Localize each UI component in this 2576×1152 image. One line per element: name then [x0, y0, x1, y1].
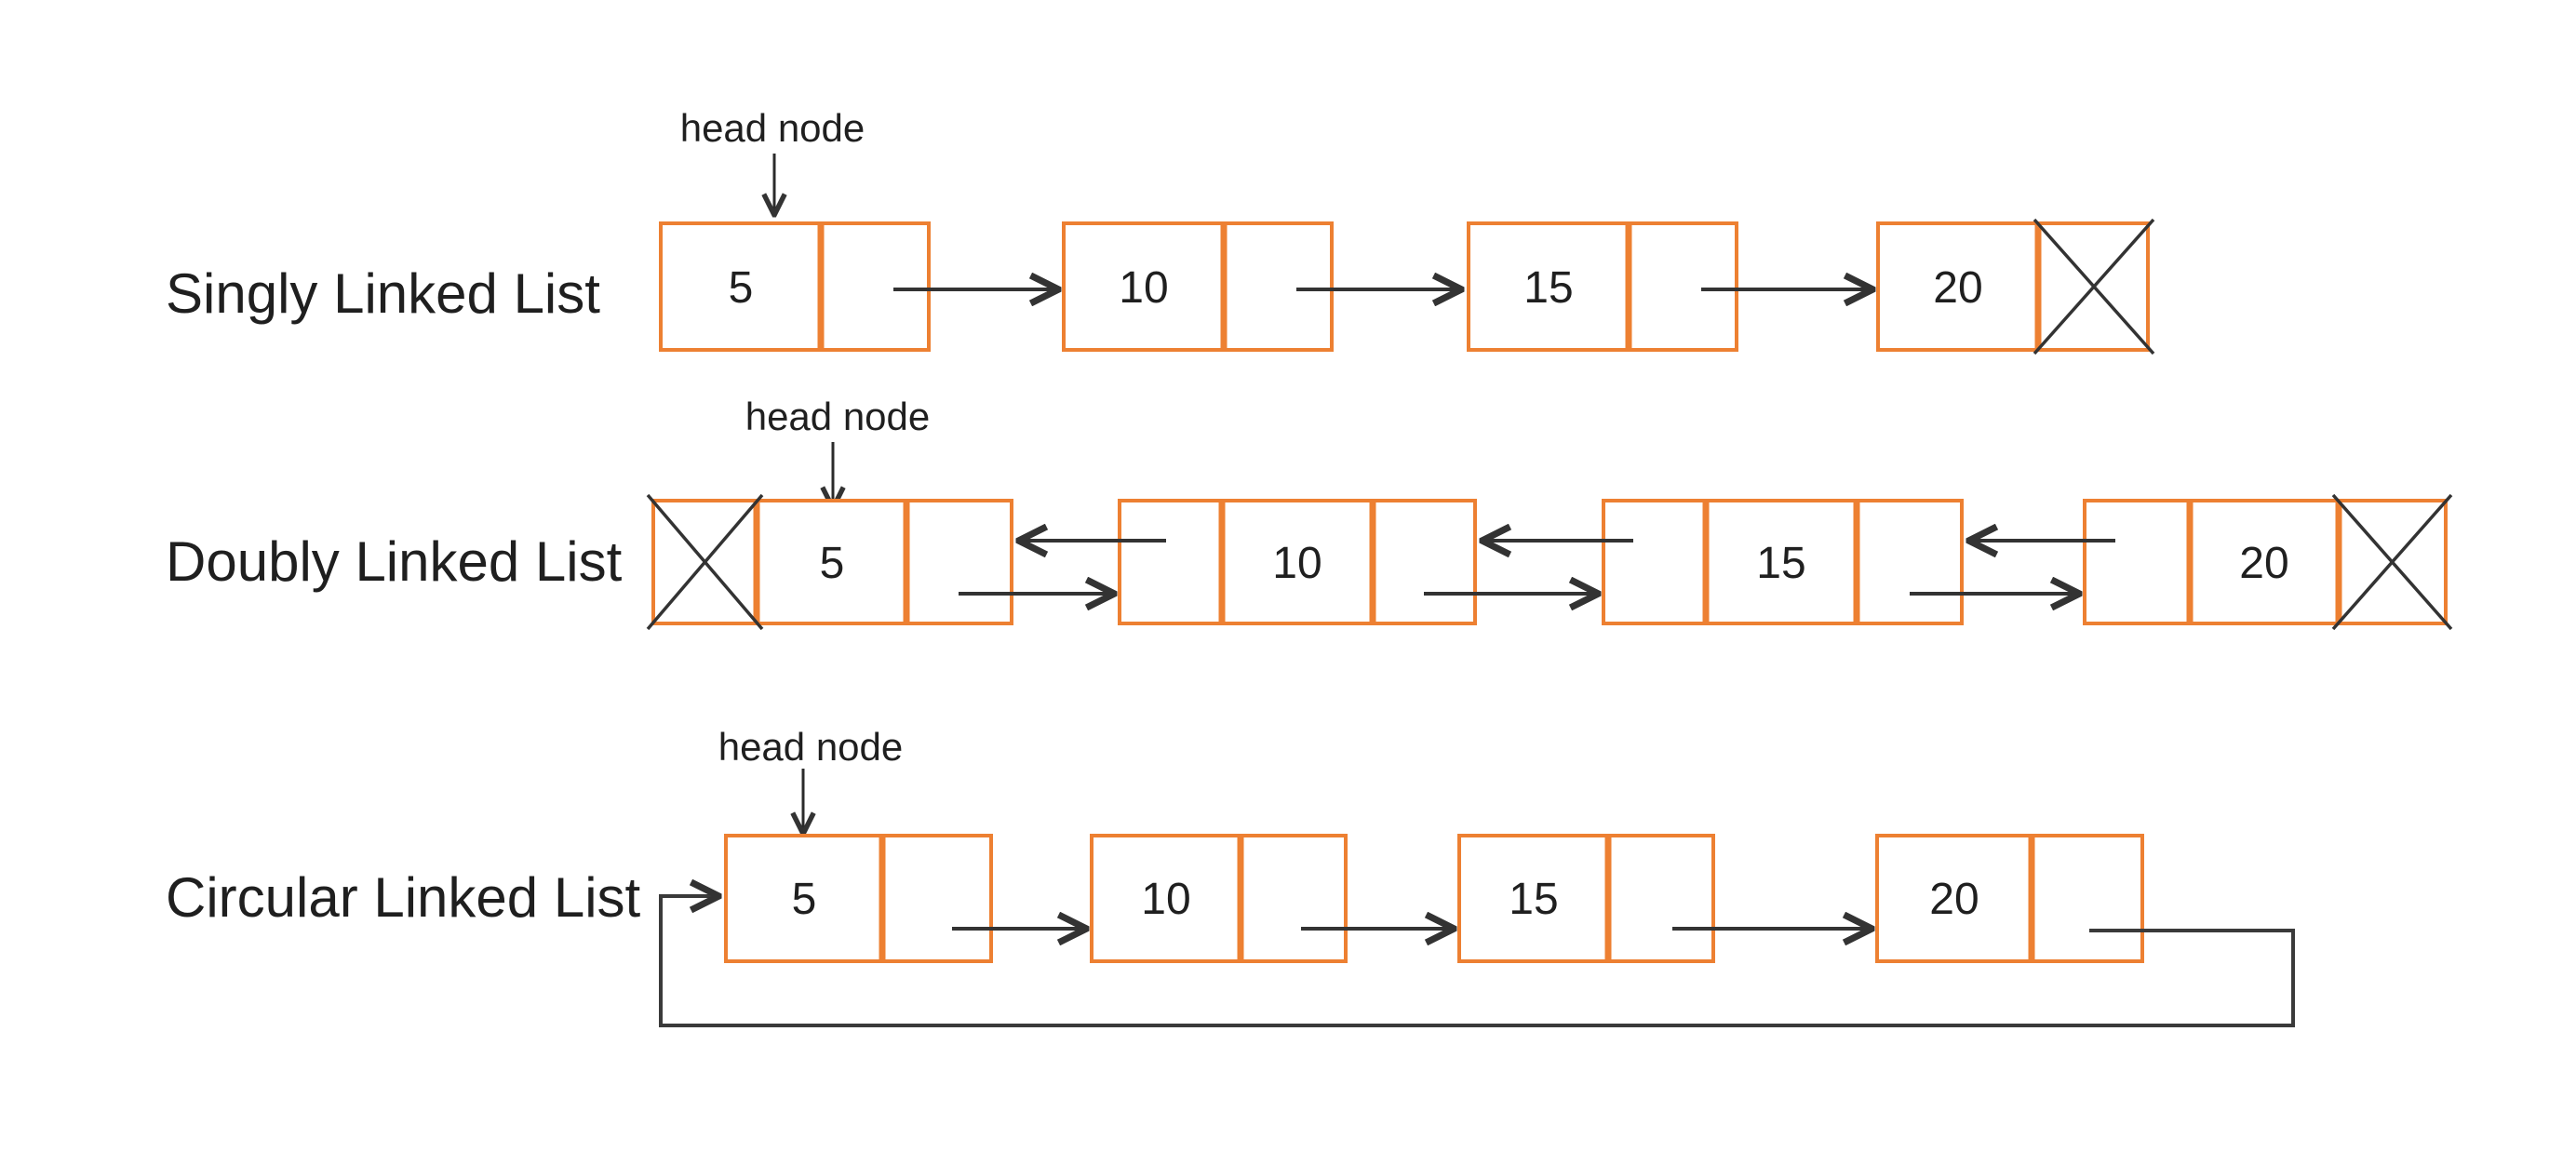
node-value: 5	[792, 875, 817, 924]
node-box	[724, 834, 993, 963]
node-box	[1457, 834, 1715, 963]
list-node: 15	[1467, 221, 1738, 352]
null-x-icon	[2033, 218, 2155, 355]
node-box	[1090, 834, 1348, 963]
row-label-singly: Singly Linked List	[166, 262, 600, 325]
node-value: 20	[2239, 539, 2288, 588]
list-node: 10	[1090, 834, 1348, 963]
list-node: 20	[2083, 493, 2453, 631]
node-value: 15	[1523, 263, 1573, 313]
loop-back-arrow	[659, 896, 2295, 1027]
node-box	[1875, 834, 2144, 963]
list-node: 20	[1876, 218, 2155, 355]
head-node-label: head node	[745, 395, 931, 438]
node-box	[1876, 221, 2150, 352]
node-box	[1062, 221, 1334, 352]
node-box	[659, 221, 931, 352]
circular-linked-list-row: Circular Linked List head node 5 10 15 2…	[166, 725, 2295, 1027]
doubly-linked-list-row: Doubly Linked List head node 5 10 15	[166, 395, 2453, 631]
node-box	[1467, 221, 1738, 352]
list-node: 10	[1062, 221, 1334, 352]
row-label-doubly: Doubly Linked List	[166, 530, 623, 593]
head-node-label: head node	[718, 725, 904, 769]
node-value: 10	[1272, 539, 1322, 588]
node-value: 10	[1141, 875, 1190, 924]
list-node: 15	[1457, 834, 1715, 963]
list-node: 5	[646, 493, 1013, 631]
node-value: 15	[1756, 539, 1805, 588]
node-value: 5	[729, 263, 754, 313]
node-box	[1602, 499, 1964, 625]
list-node: 10	[1118, 499, 1477, 625]
list-node: 20	[1875, 834, 2144, 963]
row-label-circular: Circular Linked List	[166, 866, 641, 929]
node-value: 20	[1933, 263, 1982, 313]
null-x-icon	[646, 493, 764, 631]
list-node: 15	[1602, 499, 1964, 625]
singly-linked-list-row: Singly Linked List head node 5 10 15 20	[166, 106, 2155, 355]
node-value: 20	[1929, 875, 1979, 924]
list-node: 5	[659, 221, 931, 352]
node-value: 15	[1509, 875, 1558, 924]
head-node-label: head node	[680, 106, 865, 150]
null-x-icon	[2331, 493, 2453, 631]
node-box	[1118, 499, 1477, 625]
node-box	[2083, 499, 2448, 625]
node-value: 5	[820, 539, 845, 588]
node-box	[651, 499, 1013, 625]
list-node: 5	[724, 834, 993, 963]
node-value: 10	[1119, 263, 1168, 313]
